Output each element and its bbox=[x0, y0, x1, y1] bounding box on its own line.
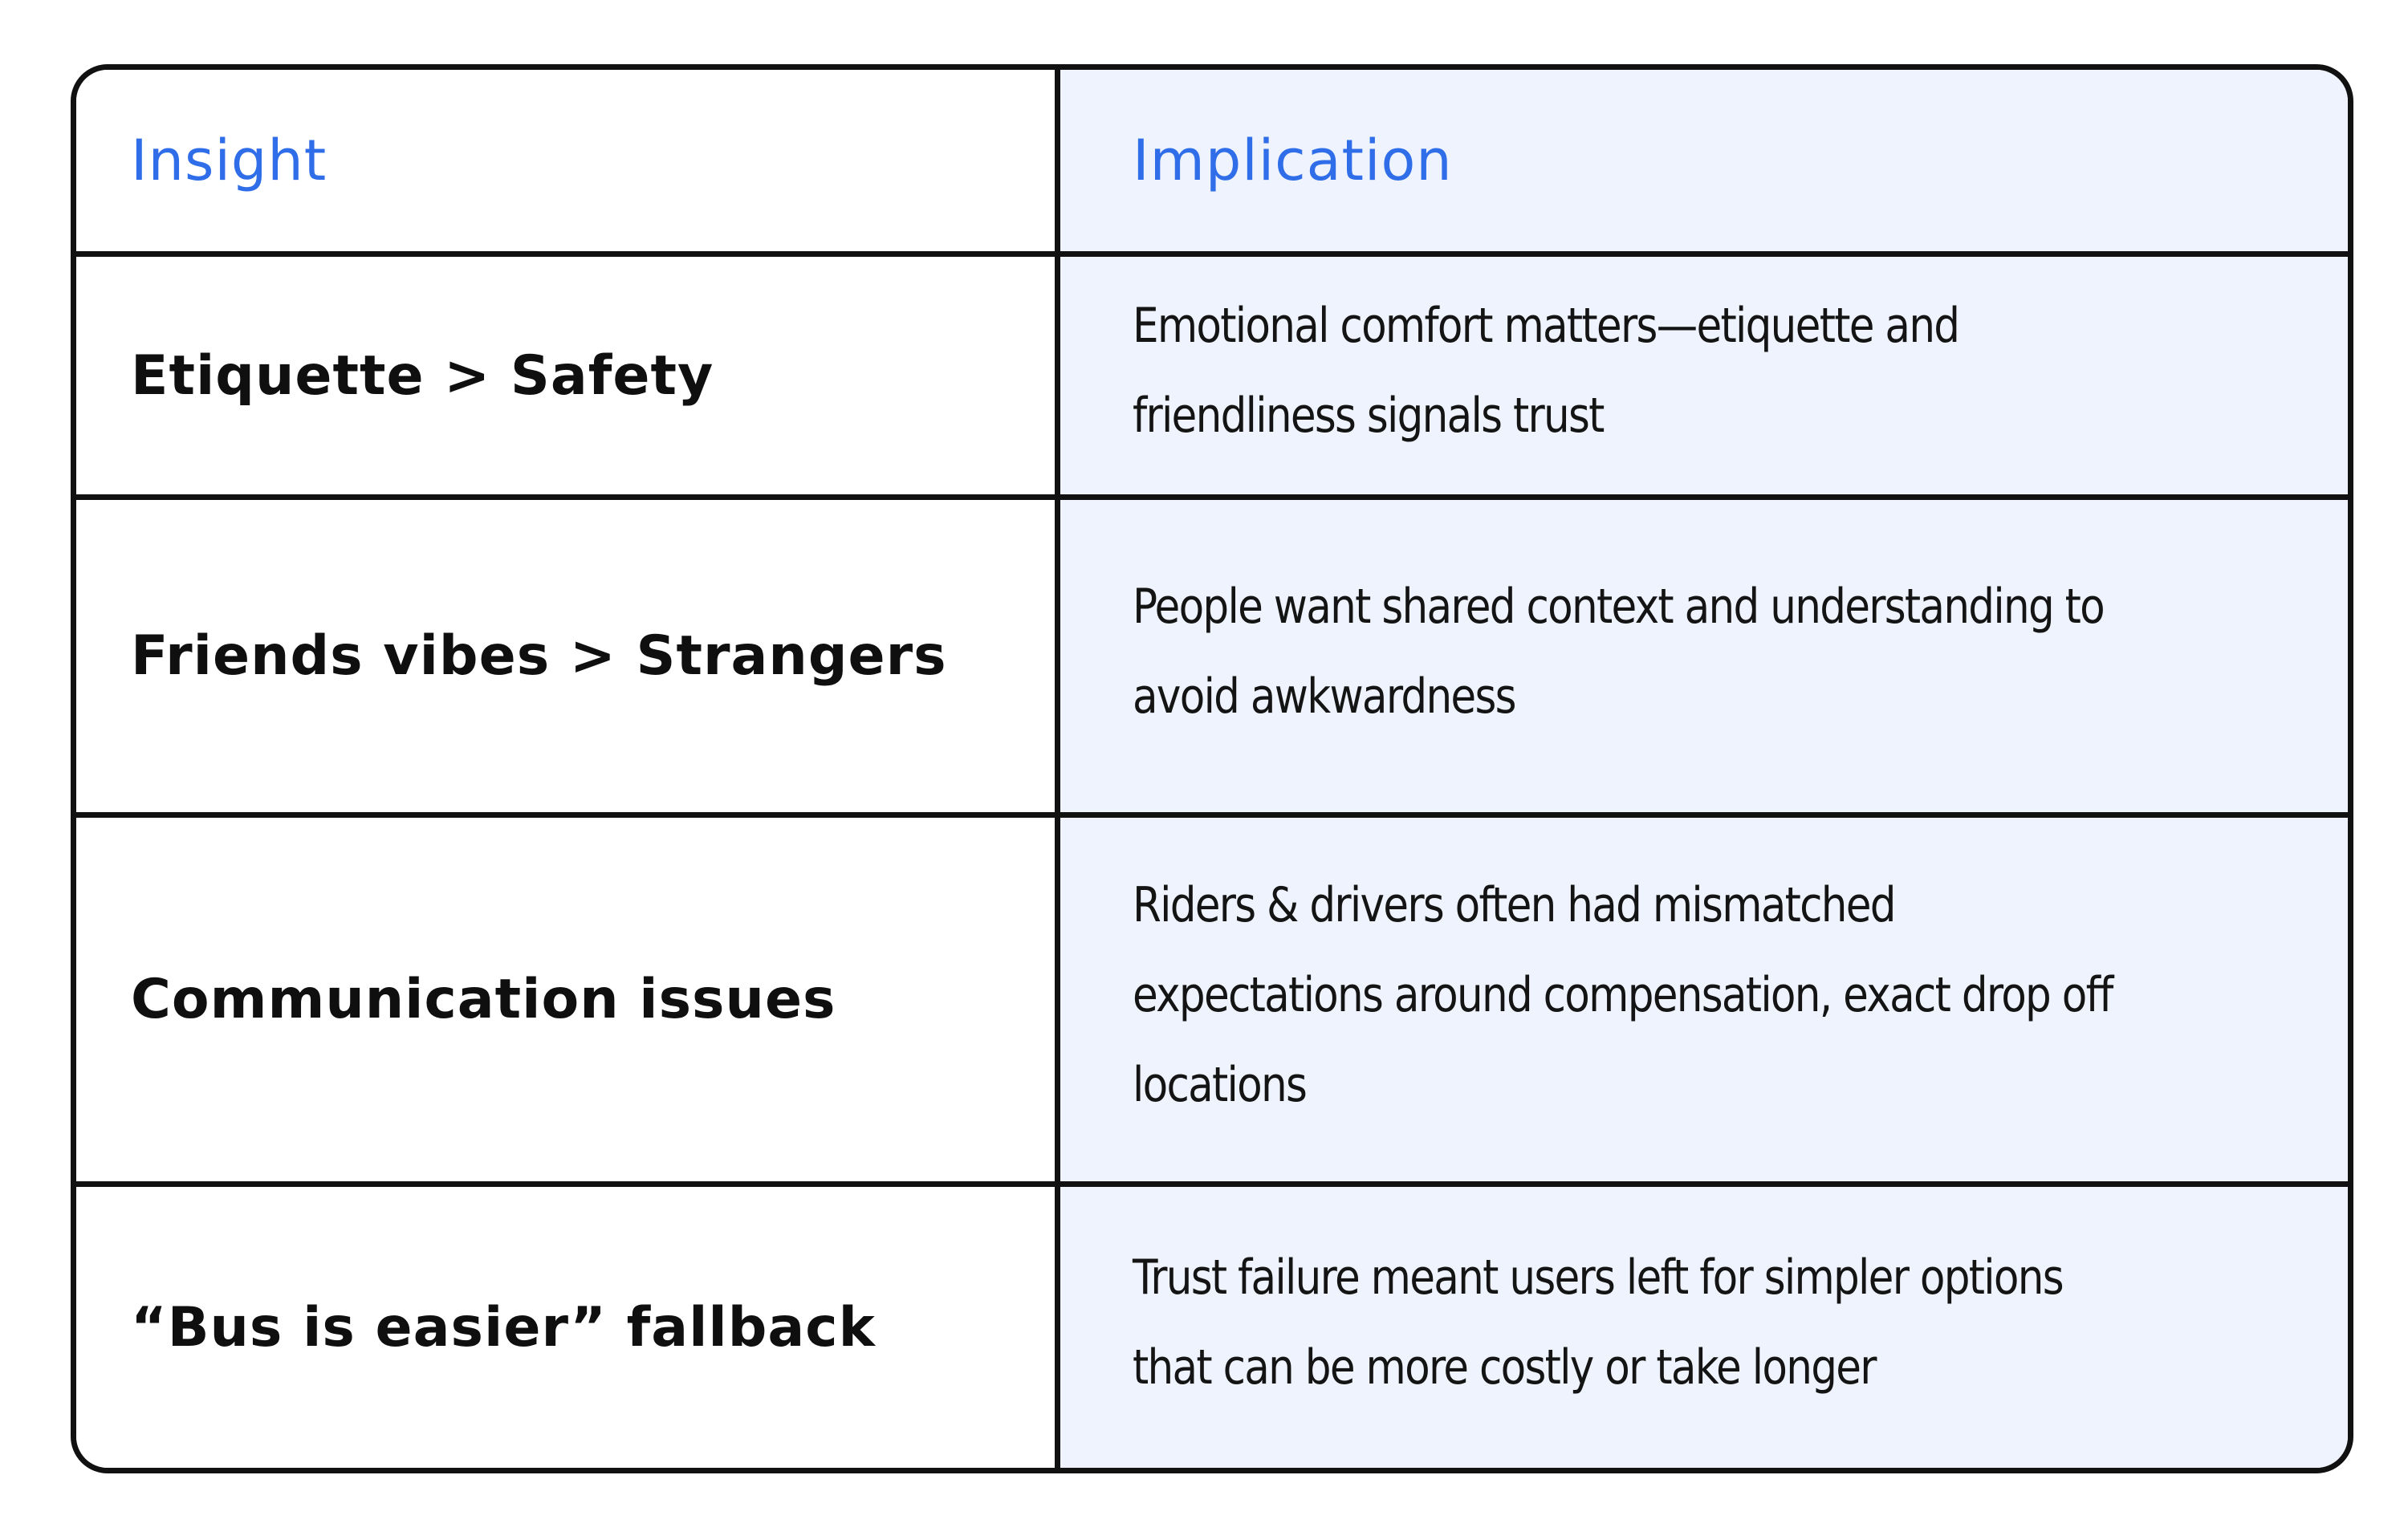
implication-text: Emotional comfort matters—etiquette and … bbox=[1133, 298, 1960, 444]
header-implication-cell: Implication bbox=[1060, 70, 2348, 257]
table-row-implication-cell: Riders & drivers often had mismatched ex… bbox=[1060, 818, 2348, 1187]
implication-text: Riders & drivers often had mismatched ex… bbox=[1133, 876, 2113, 1113]
table-row-implication-cell: Trust failure meant users left for simpl… bbox=[1060, 1187, 2348, 1468]
insight-text: Communication issues bbox=[131, 968, 836, 1031]
table-row-insight-cell: Friends vibes > Strangers bbox=[76, 500, 1060, 818]
insight-text: Friends vibes > Strangers bbox=[131, 624, 947, 688]
header-implication-label: Implication bbox=[1133, 128, 1453, 193]
insight-implication-table: Insight Implication Etiquette > Safety E… bbox=[71, 64, 2353, 1473]
implication-text: Trust failure meant users left for simpl… bbox=[1133, 1250, 2064, 1396]
table-row-insight-cell: Communication issues bbox=[76, 818, 1060, 1187]
table-row-implication-cell: People want shared context and understan… bbox=[1060, 500, 2348, 818]
table-row-implication-cell: Emotional comfort matters—etiquette and … bbox=[1060, 257, 2348, 500]
insight-text: Etiquette > Safety bbox=[131, 343, 714, 408]
header-insight-label: Insight bbox=[131, 128, 327, 193]
table-row-insight-cell: “Bus is easier” fallback bbox=[76, 1187, 1060, 1468]
table-row-insight-cell: Etiquette > Safety bbox=[76, 257, 1060, 500]
insight-text: “Bus is easier” fallback bbox=[131, 1295, 876, 1359]
implication-text: People want shared context and understan… bbox=[1133, 578, 2105, 725]
header-insight-cell: Insight bbox=[76, 70, 1060, 257]
